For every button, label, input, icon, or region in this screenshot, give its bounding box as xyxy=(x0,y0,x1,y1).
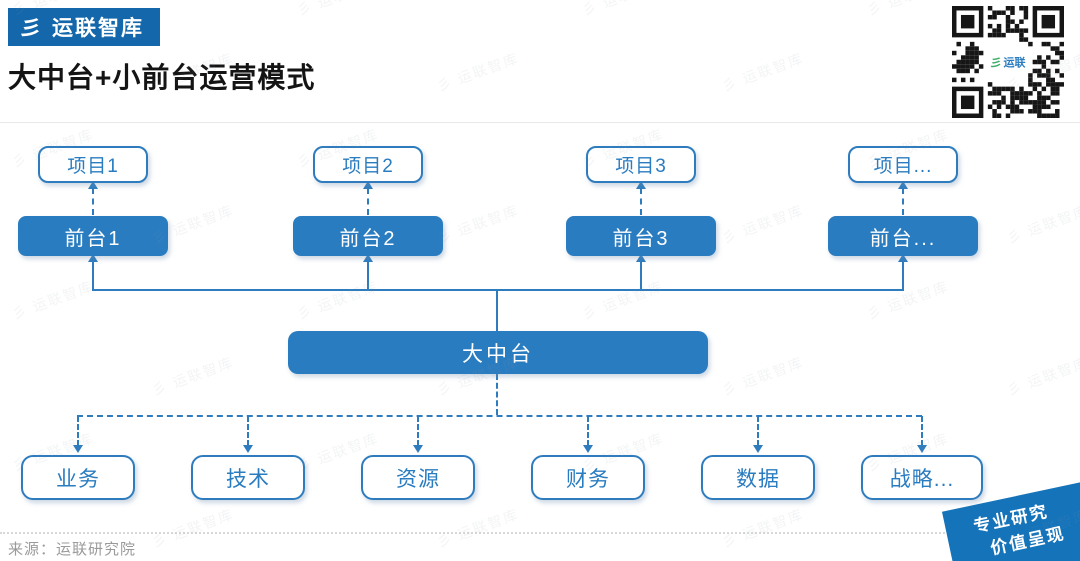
capability-label: 财务 xyxy=(566,467,610,491)
qr-center-label: 运联 xyxy=(1003,57,1026,69)
front-box-3: 前台3 xyxy=(566,216,716,256)
up-arrow-solid xyxy=(898,254,908,289)
middle-platform-label: 大中台 xyxy=(462,342,534,366)
capability-box-technology: 技术 xyxy=(191,455,305,500)
down-arrow-dashed xyxy=(413,416,423,453)
project-label: 项目... xyxy=(873,156,933,177)
watermark-stamp: 彡 运联智库 xyxy=(149,353,237,399)
watermark-stamp: 彡 运联智库 xyxy=(149,505,237,551)
front-box-1: 前台1 xyxy=(18,216,168,256)
watermark-stamp: 彡 运联智库 xyxy=(864,0,952,20)
capability-box-strategy: 战略... xyxy=(861,455,983,500)
watermark-stamp: 彡 运联智库 xyxy=(864,277,952,323)
up-arrow-solid xyxy=(88,254,98,289)
qr-code: 彡 运联 xyxy=(952,6,1064,118)
capability-box-business: 业务 xyxy=(21,455,135,500)
capability-label: 技术 xyxy=(226,467,270,491)
capability-label: 数据 xyxy=(736,467,780,491)
front-label: 前台2 xyxy=(339,227,397,250)
up-arrow-dashed xyxy=(88,181,98,215)
watermark-stamp: 彡 运联智库 xyxy=(579,0,667,20)
brand-swirl-icon: 彡 xyxy=(17,13,47,44)
front-label: 前台... xyxy=(869,227,937,250)
project-box-3: 项目3 xyxy=(586,146,696,183)
capability-box-resources: 资源 xyxy=(361,455,475,500)
header-divider xyxy=(0,122,1080,123)
project-box-2: 项目2 xyxy=(313,146,423,183)
footer-divider xyxy=(0,532,1080,534)
watermark-stamp: 彡 运联智库 xyxy=(719,505,807,551)
project-label: 项目3 xyxy=(615,156,667,177)
front-box-2: 前台2 xyxy=(293,216,443,256)
watermark-stamp: 彡 运联智库 xyxy=(579,277,667,323)
watermark-stamp: 彡 运联智库 xyxy=(1004,353,1080,399)
capability-label: 业务 xyxy=(56,467,100,491)
project-box-1: 项目1 xyxy=(38,146,148,183)
watermark-stamp: 彡 运联智库 xyxy=(719,353,807,399)
down-arrow-dashed xyxy=(917,416,927,453)
connector-bus-solid xyxy=(92,289,904,291)
watermark-stamp: 彡 运联智库 xyxy=(434,201,522,247)
connector-bus-dashed xyxy=(77,415,922,417)
project-box-4: 项目... xyxy=(848,146,958,183)
capability-box-data: 数据 xyxy=(701,455,815,500)
watermark-stamp: 彡 运联智库 xyxy=(9,277,97,323)
watermark-stamp: 彡 运联智库 xyxy=(1004,201,1080,247)
watermark-stamp: 彡 运联智库 xyxy=(719,49,807,95)
qr-swirl-icon: 彡 xyxy=(989,54,1004,71)
up-arrow-solid xyxy=(363,254,373,289)
front-label: 前台3 xyxy=(612,227,670,250)
project-label: 项目2 xyxy=(342,156,394,177)
middle-platform-box: 大中台 xyxy=(288,331,708,374)
project-label: 项目1 xyxy=(67,156,119,177)
page-title: 大中台+小前台运营模式 xyxy=(8,62,316,93)
front-box-4: 前台... xyxy=(828,216,978,256)
up-arrow-dashed xyxy=(636,181,646,215)
source-text: 来源：运联研究院 xyxy=(8,541,137,558)
capability-box-finance: 财务 xyxy=(531,455,645,500)
connector-stem-dashed xyxy=(496,374,498,415)
capability-label: 资源 xyxy=(396,467,440,491)
watermark-stamp: 彡 运联智库 xyxy=(719,201,807,247)
watermark-stamp: 彡 运联智库 xyxy=(434,505,522,551)
capability-label: 战略... xyxy=(889,467,955,491)
down-arrow-dashed xyxy=(243,416,253,453)
up-arrow-dashed xyxy=(363,181,373,215)
watermark-stamp: 彡 运联智库 xyxy=(294,0,382,20)
down-arrow-dashed xyxy=(583,416,593,453)
up-arrow-solid xyxy=(636,254,646,289)
front-label: 前台1 xyxy=(64,227,122,250)
brand-logo: 彡 运联智库 xyxy=(8,8,161,46)
qr-pattern xyxy=(952,6,1064,118)
down-arrow-dashed xyxy=(753,416,763,453)
brand-name: 运联智库 xyxy=(52,17,145,40)
watermark-stamp: 彡 运联智库 xyxy=(434,49,522,95)
qr-center-logo: 彡 运联 xyxy=(985,39,1031,85)
up-arrow-dashed xyxy=(898,181,908,215)
down-arrow-dashed xyxy=(73,416,83,453)
connector-stem-solid xyxy=(496,289,498,331)
